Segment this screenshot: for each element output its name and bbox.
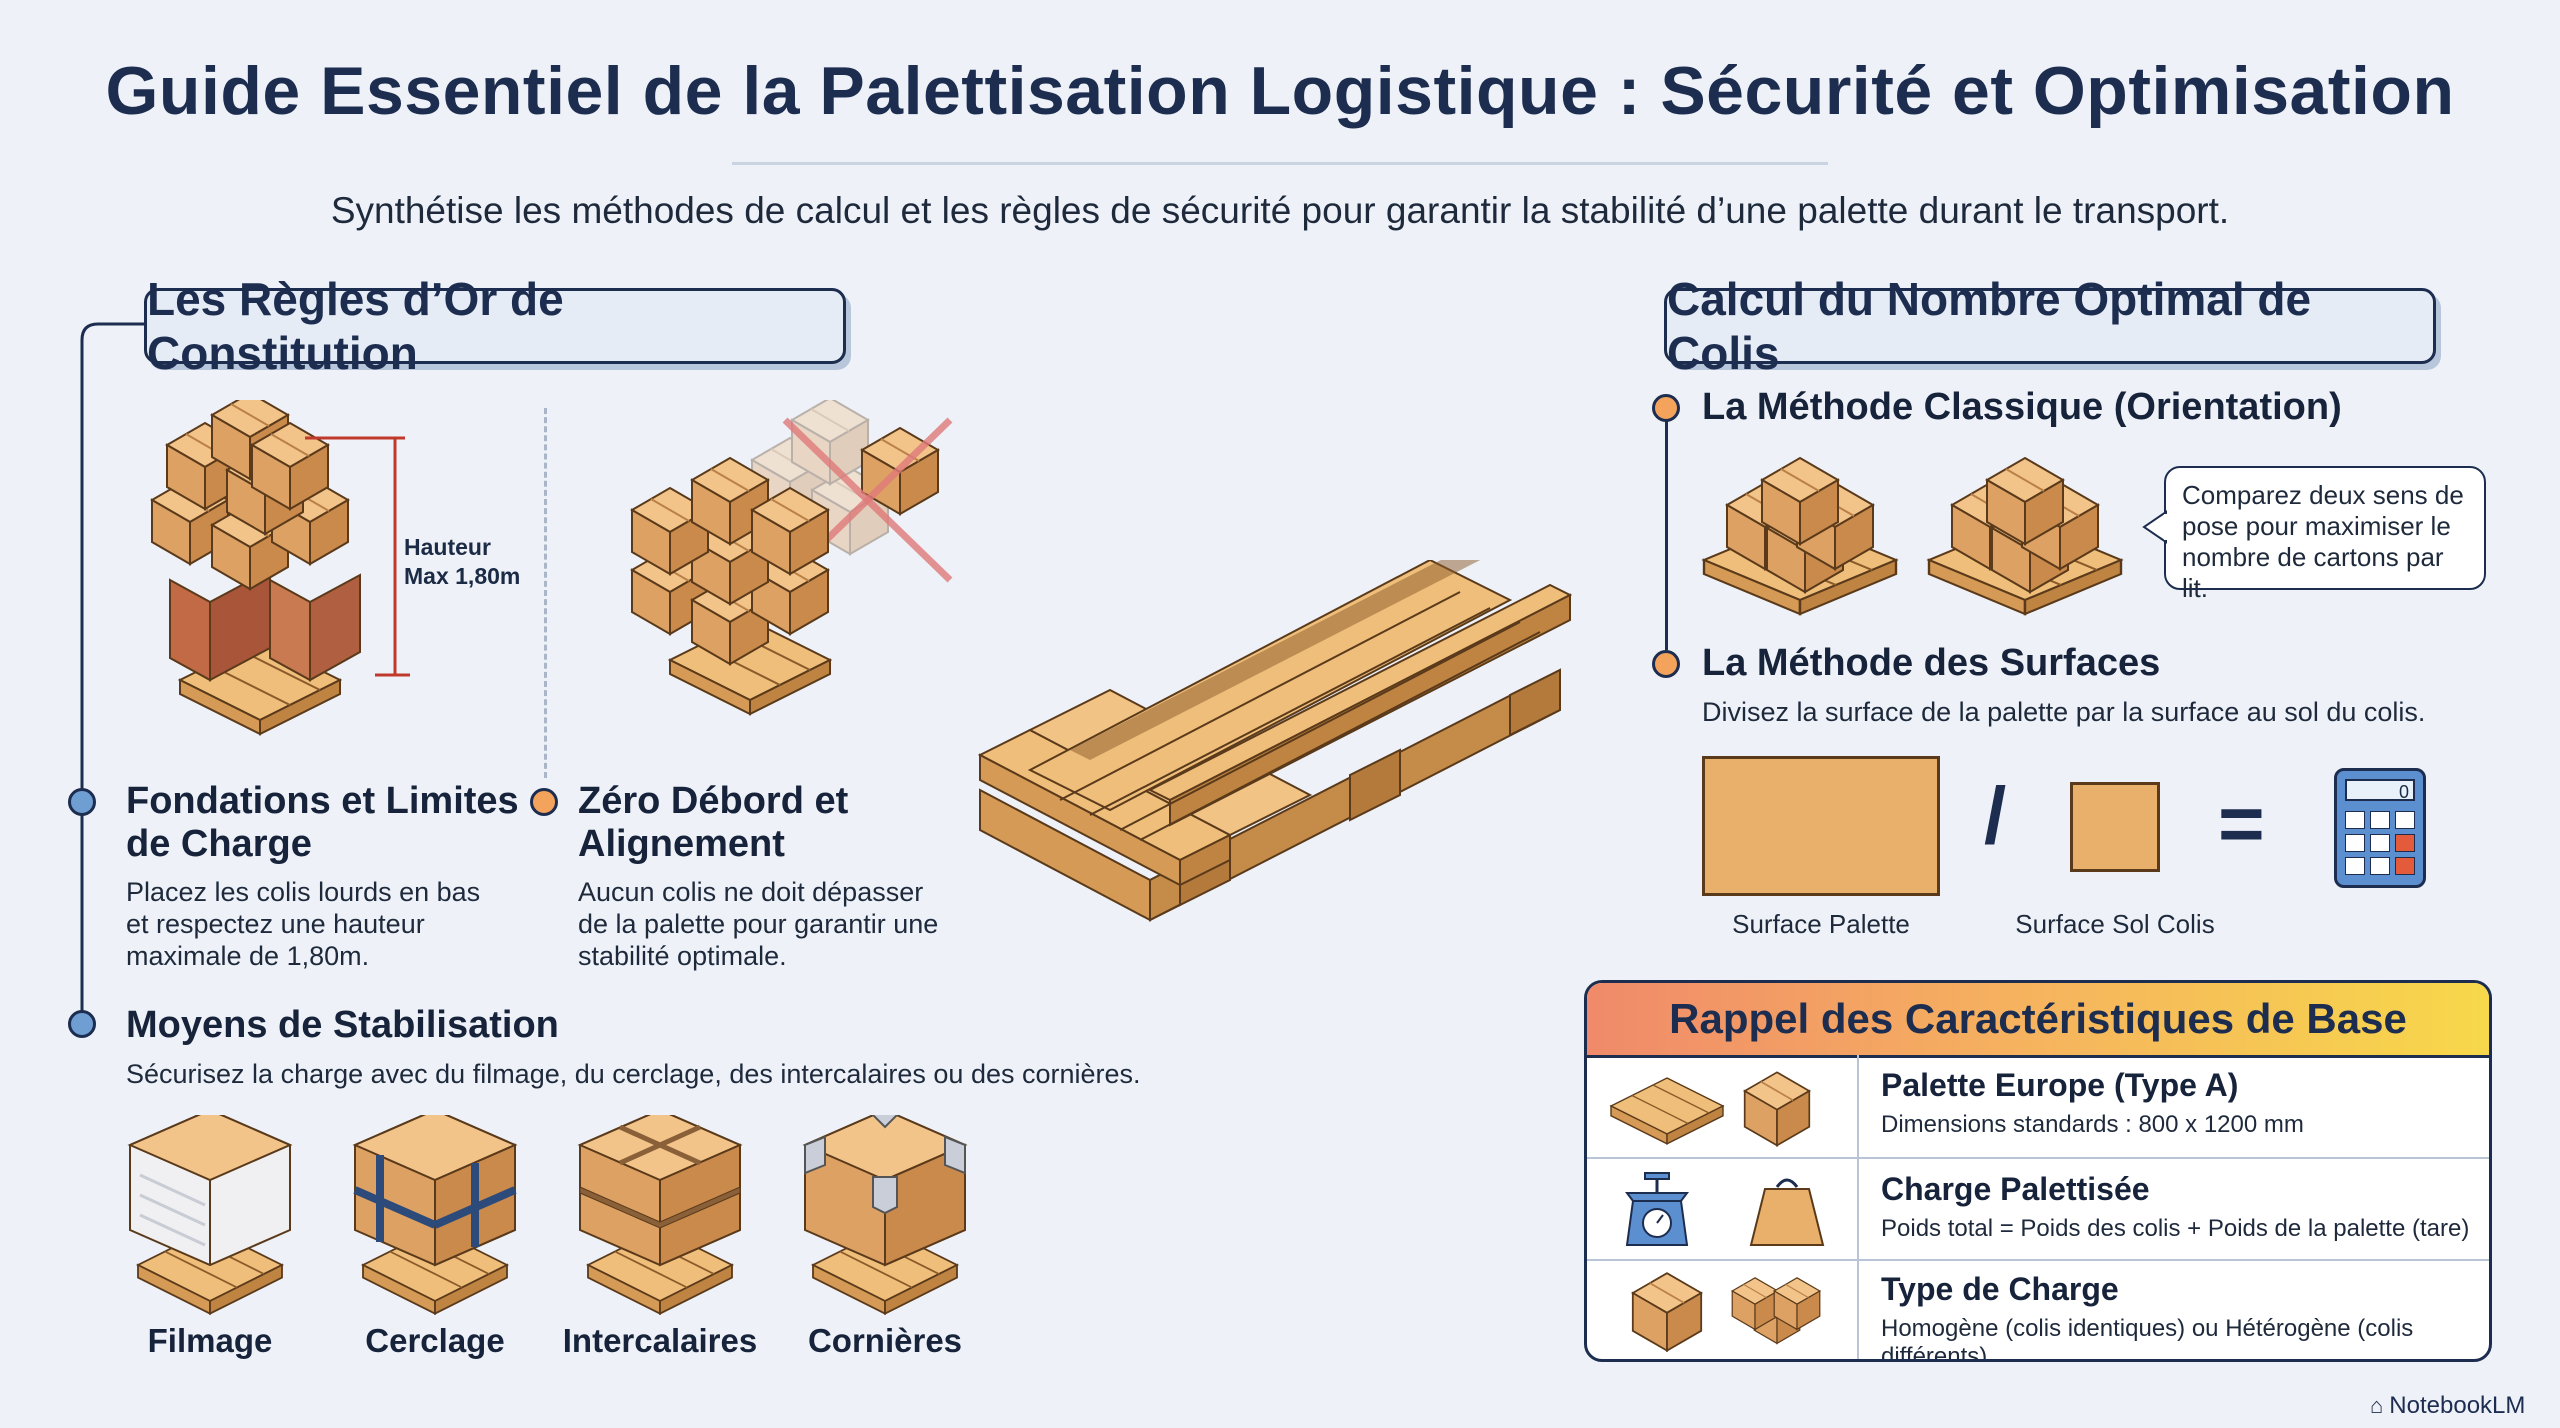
method2-bullet <box>1652 650 1680 678</box>
row2-title: Charge Palettisée <box>1881 1171 2150 1207</box>
section-heading-calc: Calcul du Nombre Optimal de Colis <box>1664 273 2436 379</box>
mean-label-intercalaires: Intercalaires <box>562 1322 758 1359</box>
stabilisation-icons <box>127 1115 968 1315</box>
calculator-display: 0 <box>2345 779 2415 802</box>
rule3-bullet <box>68 1010 96 1038</box>
row1-title: Palette Europe (Type A) <box>1881 1067 2239 1103</box>
rule2-block: Zéro Débord et Alignement Aucun colis ne… <box>578 780 998 972</box>
brand-mark: ⌂ NotebookLM <box>2370 1392 2525 1420</box>
page-subtitle: Synthétise les méthodes de calcul et les… <box>330 190 2230 231</box>
bubble-line2: pose pour maximiser le <box>2182 511 2451 541</box>
operator-divide: / <box>1984 771 2007 860</box>
method1-bubble: Comparez deux sens de pose pour maximise… <box>2164 466 2486 603</box>
row2-sub: Poids total = Poids des colis + Poids de… <box>1881 1215 2470 1242</box>
pallet-box-icon <box>1610 1071 1811 1147</box>
surface-colis-shape <box>2070 782 2160 872</box>
notebooklm-logo-icon: ⌂ <box>2370 1393 2384 1418</box>
filmage-icon <box>127 1115 293 1315</box>
orientation-illustration <box>1702 457 2123 616</box>
euro-pallet-illustration <box>977 560 1573 922</box>
method2-title: La Méthode des Surfaces <box>1702 642 2161 684</box>
table-column-divider <box>1857 1055 1859 1359</box>
surface-palette-label: Surface Palette <box>1732 909 1910 939</box>
rule1-block: Fondations et Limites de Charge Placez l… <box>126 780 526 972</box>
mean-label-cerclage: Cerclage <box>365 1322 505 1359</box>
rule2-title-line1: Zéro Débord et <box>578 780 849 822</box>
method2-text: Divisez la surface de la palette par la … <box>1702 697 2426 727</box>
load-type-icon <box>1631 1272 1821 1352</box>
rule1-title-line1: Fondations et Limites <box>126 780 519 822</box>
rules-divider <box>544 408 547 778</box>
row3-sub: Homogène (colis identiques) ou Hétérogèn… <box>1881 1315 2414 1362</box>
rule2-text-line3: stabilité optimale. <box>578 941 787 971</box>
row3-title: Type de Charge <box>1881 1271 2119 1307</box>
rule1-title-line2: de Charge <box>126 823 312 865</box>
bubble-line1: Comparez deux sens de <box>2182 480 2464 510</box>
rules-timeline <box>80 322 144 1018</box>
characteristics-table: Rappel des Caractéristiques de Base Pale… <box>1584 980 2492 1362</box>
bubble-line3: nombre de cartons par lit. <box>2182 542 2444 603</box>
cerclage-icon <box>352 1115 518 1315</box>
scale-weight-icon <box>1625 1172 1825 1246</box>
height-label-line2: Max 1,80m <box>404 563 521 589</box>
rule1-text-line3: maximale de 1,80m. <box>126 941 370 971</box>
surface-colis-label: Surface Sol Colis <box>2015 909 2215 939</box>
methods-timeline <box>1665 410 1668 650</box>
table-row: Charge Palettisée Poids total = Poids de… <box>1587 1157 2489 1259</box>
rule3-title: Moyens de Stabilisation <box>126 1004 559 1046</box>
cornieres-icon <box>802 1115 968 1315</box>
bubble-tail <box>2142 510 2168 544</box>
method1-bullet <box>1652 394 1680 422</box>
rule1-bullet <box>68 788 96 816</box>
rule1-text-line2: et respectez une hauteur <box>126 909 425 939</box>
page-title: Guide Essentiel de la Palettisation Logi… <box>105 53 2455 129</box>
height-label-line1: Hauteur <box>404 534 491 560</box>
mean-label-cornieres: Cornières <box>807 1322 963 1359</box>
intercalaires-icon <box>577 1115 743 1315</box>
title-divider <box>732 162 1828 165</box>
calculator-icon: 0 <box>2334 768 2426 888</box>
method1-title: La Méthode Classique (Orientation) <box>1702 386 2342 428</box>
rule1-text-line1: Placez les colis lourds en bas <box>126 877 481 907</box>
stacked-boxes-illustration <box>151 400 410 735</box>
table-title: Rappel des Caractéristiques de Base <box>1587 983 2489 1058</box>
section-heading-rules: Les Règles d’Or de Constitution <box>144 273 846 379</box>
operator-equals: = <box>2218 779 2265 868</box>
table-row: Palette Europe (Type A) Dimensions stand… <box>1587 1055 2489 1155</box>
rule2-text-line2: de la palette pour garantir une <box>578 909 939 939</box>
mean-label-filmage: Filmage <box>147 1322 273 1359</box>
rule2-text-line1: Aucun colis ne doit dépasser <box>578 877 924 907</box>
rule2-title-line2: Alignement <box>578 823 785 865</box>
brand-name: NotebookLM <box>2389 1392 2526 1419</box>
height-label: Hauteur Max 1,80m <box>404 533 520 591</box>
rule2-bullet <box>530 788 558 816</box>
rule3-text: Sécurisez la charge avec du filmage, du … <box>126 1059 1141 1089</box>
no-overhang-illustration <box>631 400 953 715</box>
row1-sub: Dimensions standards : 800 x 1200 mm <box>1881 1111 2304 1138</box>
surface-palette-shape <box>1702 756 1940 896</box>
table-row: Type de Charge Homogène (colis identique… <box>1587 1259 2489 1362</box>
